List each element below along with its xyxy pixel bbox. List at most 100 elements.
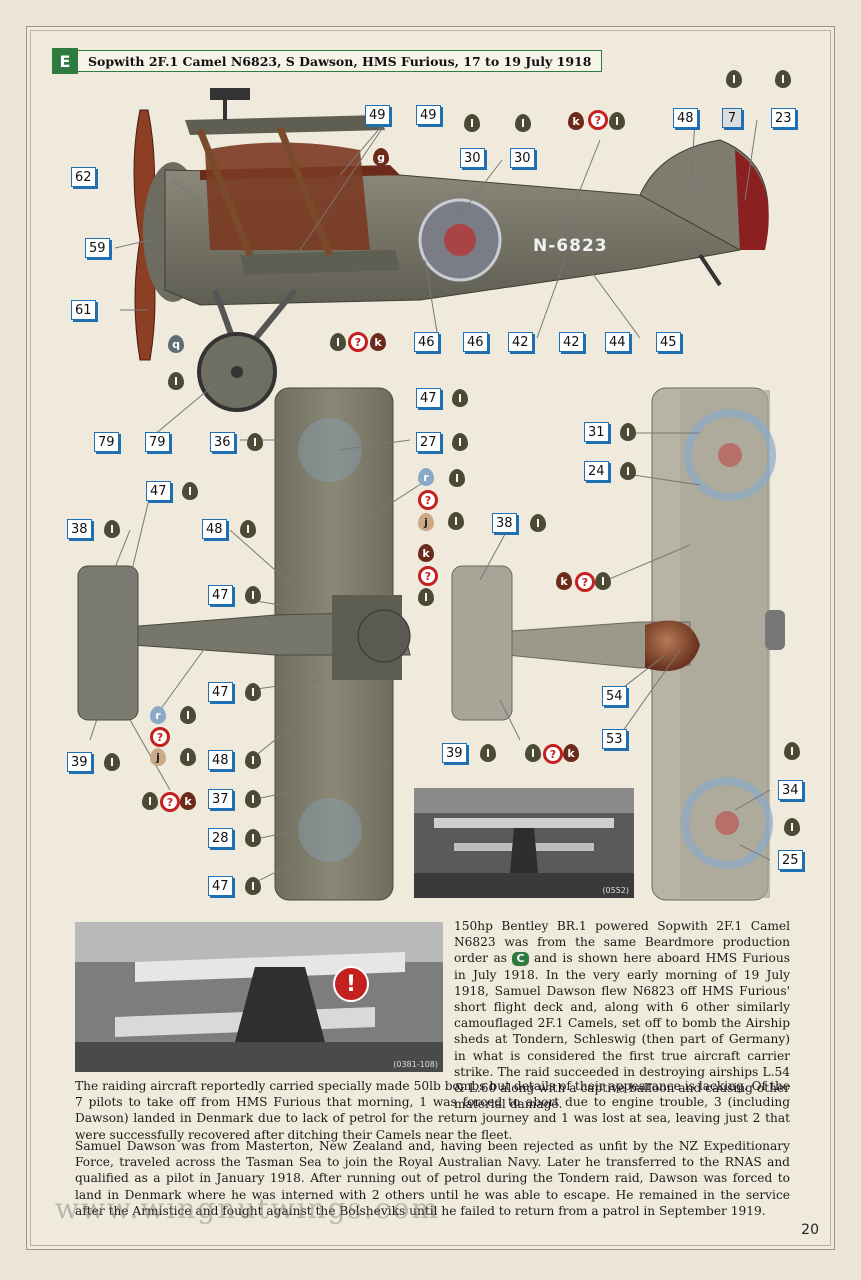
callout-47-tailplane: 47 (146, 481, 171, 501)
paint-drop-l: l (775, 70, 791, 88)
history-text-a: 150hp Bentley BR.1 powered Sopwith 2F.1 … (454, 919, 790, 966)
callout-61: 61 (71, 300, 96, 320)
history-text-b: and is shown here aboard HMS Furious in … (454, 951, 791, 1112)
callout-24: 24 (584, 461, 609, 481)
paint-drop-l: l (464, 114, 480, 132)
paint-drop-k: k (418, 544, 434, 562)
callout-34: 34 (778, 780, 803, 800)
paint-drop-k: k (556, 572, 572, 590)
paint-drop-l: l (620, 423, 636, 441)
paint-drop-l: l (726, 70, 742, 88)
callout-27: 27 (416, 432, 441, 452)
paint-drop-k: k (370, 333, 386, 351)
paint-drop-l: l (104, 753, 120, 771)
callout-25: 25 (778, 850, 803, 870)
photo-lineup-caption: (0552) (602, 886, 629, 895)
callout-48-tail: 48 (673, 108, 698, 128)
callout-36: 36 (210, 432, 235, 452)
paint-drop-l: l (245, 751, 261, 769)
callout-79-right: 79 (145, 432, 170, 452)
callout-47-bottom: 47 (208, 876, 233, 896)
paint-drop-j: j (418, 513, 434, 531)
paint-drop-l: l (480, 744, 496, 762)
callout-48-lower: 48 (208, 750, 233, 770)
paint-drop-l: l (168, 372, 184, 390)
paint-drop-l: l (525, 744, 541, 762)
callout-30-left: 30 (460, 148, 485, 168)
paint-drop-l: l (418, 588, 434, 606)
callout-42-left: 42 (508, 332, 533, 352)
history-paragraph-1-cont: The raiding aircraft reportedly carried … (75, 1079, 790, 1142)
unknown-colour-marker: ? (150, 727, 170, 747)
watermark: www.wingnutwings.com (55, 1192, 440, 1225)
paint-drop-k: k (568, 112, 584, 130)
photo-lineup-image (414, 788, 634, 898)
photo-lineup: (0552) (414, 788, 634, 898)
callout-62: 62 (71, 167, 96, 187)
callout-49-right: 49 (416, 105, 441, 125)
callout-23: 23 (771, 108, 796, 128)
paint-drop-l: l (530, 514, 546, 532)
unknown-colour-marker: ? (418, 566, 438, 586)
callout-45: 45 (656, 332, 681, 352)
paint-drop-r: r (418, 468, 434, 486)
callout-37: 37 (208, 789, 233, 809)
callout-49-left: 49 (365, 105, 390, 125)
paint-drop-j: j (150, 748, 166, 766)
callout-47-lower: 47 (208, 682, 233, 702)
paint-drop-r: r (150, 706, 166, 724)
photo-deck: ! (0381-108) (75, 922, 443, 1072)
paint-drop-l: l (784, 818, 800, 836)
paint-drop-l: l (245, 877, 261, 895)
paint-drop-l: l (609, 112, 625, 130)
paint-drop-l: l (180, 706, 196, 724)
callout-47-top: 47 (416, 388, 441, 408)
callout-38-left: 38 (67, 519, 92, 539)
paint-drop-l: l (449, 469, 465, 487)
paint-drop-l: l (330, 333, 346, 351)
history-paragraph-1: 150hp Bentley BR.1 powered Sopwith 2F.1 … (454, 918, 790, 1112)
paint-drop-l: l (142, 792, 158, 810)
paint-drop-l: l (240, 520, 256, 538)
paint-drop-l: l (245, 829, 261, 847)
paint-drop-q: q (168, 335, 184, 353)
bottom-view (451, 387, 785, 901)
photo-deck-caption: (0381-108) (393, 1060, 438, 1069)
scheme-letter-badge: E (52, 48, 78, 74)
warning-icon: ! (333, 966, 369, 1002)
callout-7: 7 (722, 108, 742, 128)
paint-drop-l: l (245, 586, 261, 604)
scheme-c-badge: C (512, 952, 529, 967)
callout-53: 53 (602, 729, 627, 749)
callout-54: 54 (602, 686, 627, 706)
unknown-colour-marker: ? (543, 744, 563, 764)
callout-47-mid: 47 (208, 585, 233, 605)
paint-drop-l: l (180, 748, 196, 766)
paint-drop-l: l (595, 572, 611, 590)
unknown-colour-marker: ? (588, 110, 608, 130)
callout-39-right: 39 (442, 743, 467, 763)
paint-drop-l: l (452, 433, 468, 451)
unknown-colour-marker: ? (348, 332, 368, 352)
callout-42-right: 42 (559, 332, 584, 352)
paint-drop-l: l (247, 433, 263, 451)
callout-39-left: 39 (67, 752, 92, 772)
callout-31: 31 (584, 422, 609, 442)
photo-deck-image (75, 922, 443, 1072)
paint-drop-l: l (245, 790, 261, 808)
page-inner-frame (30, 30, 831, 1246)
scheme-title: Sopwith 2F.1 Camel N6823, S Dawson, HMS … (78, 50, 603, 72)
page-number: 20 (801, 1222, 819, 1238)
paint-drop-k: k (563, 744, 579, 762)
callout-46-right: 46 (463, 332, 488, 352)
callout-48-wing: 48 (202, 519, 227, 539)
callout-46-left: 46 (414, 332, 439, 352)
callout-44: 44 (605, 332, 630, 352)
top-view (77, 387, 411, 901)
callout-38-right: 38 (492, 513, 517, 533)
paint-drop-l: l (448, 512, 464, 530)
scheme-header: E Sopwith 2F.1 Camel N6823, S Dawson, HM… (52, 48, 603, 74)
paint-drop-l: l (182, 482, 198, 500)
